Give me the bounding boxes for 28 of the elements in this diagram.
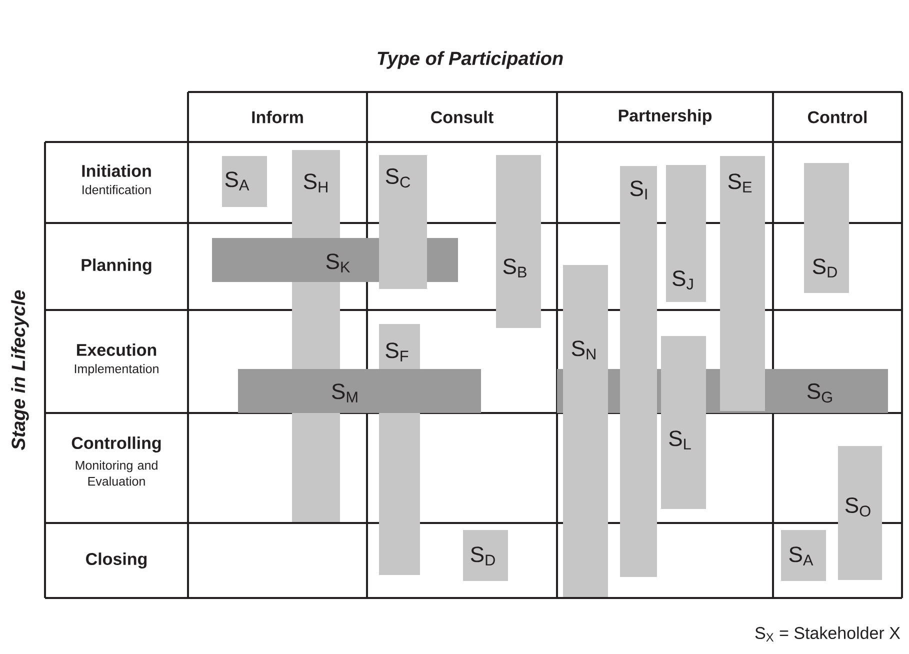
- stakeholder-bar: S$_{N}$: [563, 265, 608, 597]
- row-header: Execution: [77, 344, 156, 356]
- stakeholder-bar: S$_{C}$: [379, 155, 427, 289]
- stakeholder-bar: S$_{D}$: [463, 530, 508, 581]
- stakeholder-bar: S$_{O}$: [838, 446, 882, 580]
- column-header: Consult: [431, 110, 494, 124]
- row-subheader: Identification: [82, 185, 151, 194]
- stakeholder-bar: S$_{J}$: [666, 165, 706, 302]
- column-header: Control: [808, 110, 867, 124]
- row-header: Initiation: [82, 164, 151, 177]
- row-subheader: Implementation: [74, 364, 158, 376]
- title: Type of Participation: [378, 51, 563, 69]
- stakeholder-bar: S$_{B}$: [496, 155, 541, 328]
- stakeholder-bar: S$_{A}$: [781, 530, 826, 581]
- column-header: Inform: [252, 110, 303, 124]
- row-header: Controlling: [72, 436, 161, 452]
- stakeholder-bar: S$_{I}$: [620, 166, 657, 577]
- stakeholder-bar: S$_{M}$: [238, 369, 481, 413]
- column-header: Partnership: [618, 109, 712, 125]
- row-header: Planning: [82, 258, 152, 274]
- stakeholder-bar: S$_{D}$: [804, 163, 849, 293]
- stakeholder-bar: S$_{E}$: [720, 156, 765, 411]
- row-header: Closing: [86, 552, 147, 568]
- stakeholder-bar: S$_{L}$: [661, 336, 706, 509]
- stakeholder-bar: S$_{A}$: [222, 156, 267, 207]
- axis-title: Stage in Lifecycle: [11, 290, 29, 450]
- key-note: S$_{X}$ = Stakeholder X: [755, 626, 900, 642]
- row-subheader: Monitoring and Evaluation: [76, 460, 158, 486]
